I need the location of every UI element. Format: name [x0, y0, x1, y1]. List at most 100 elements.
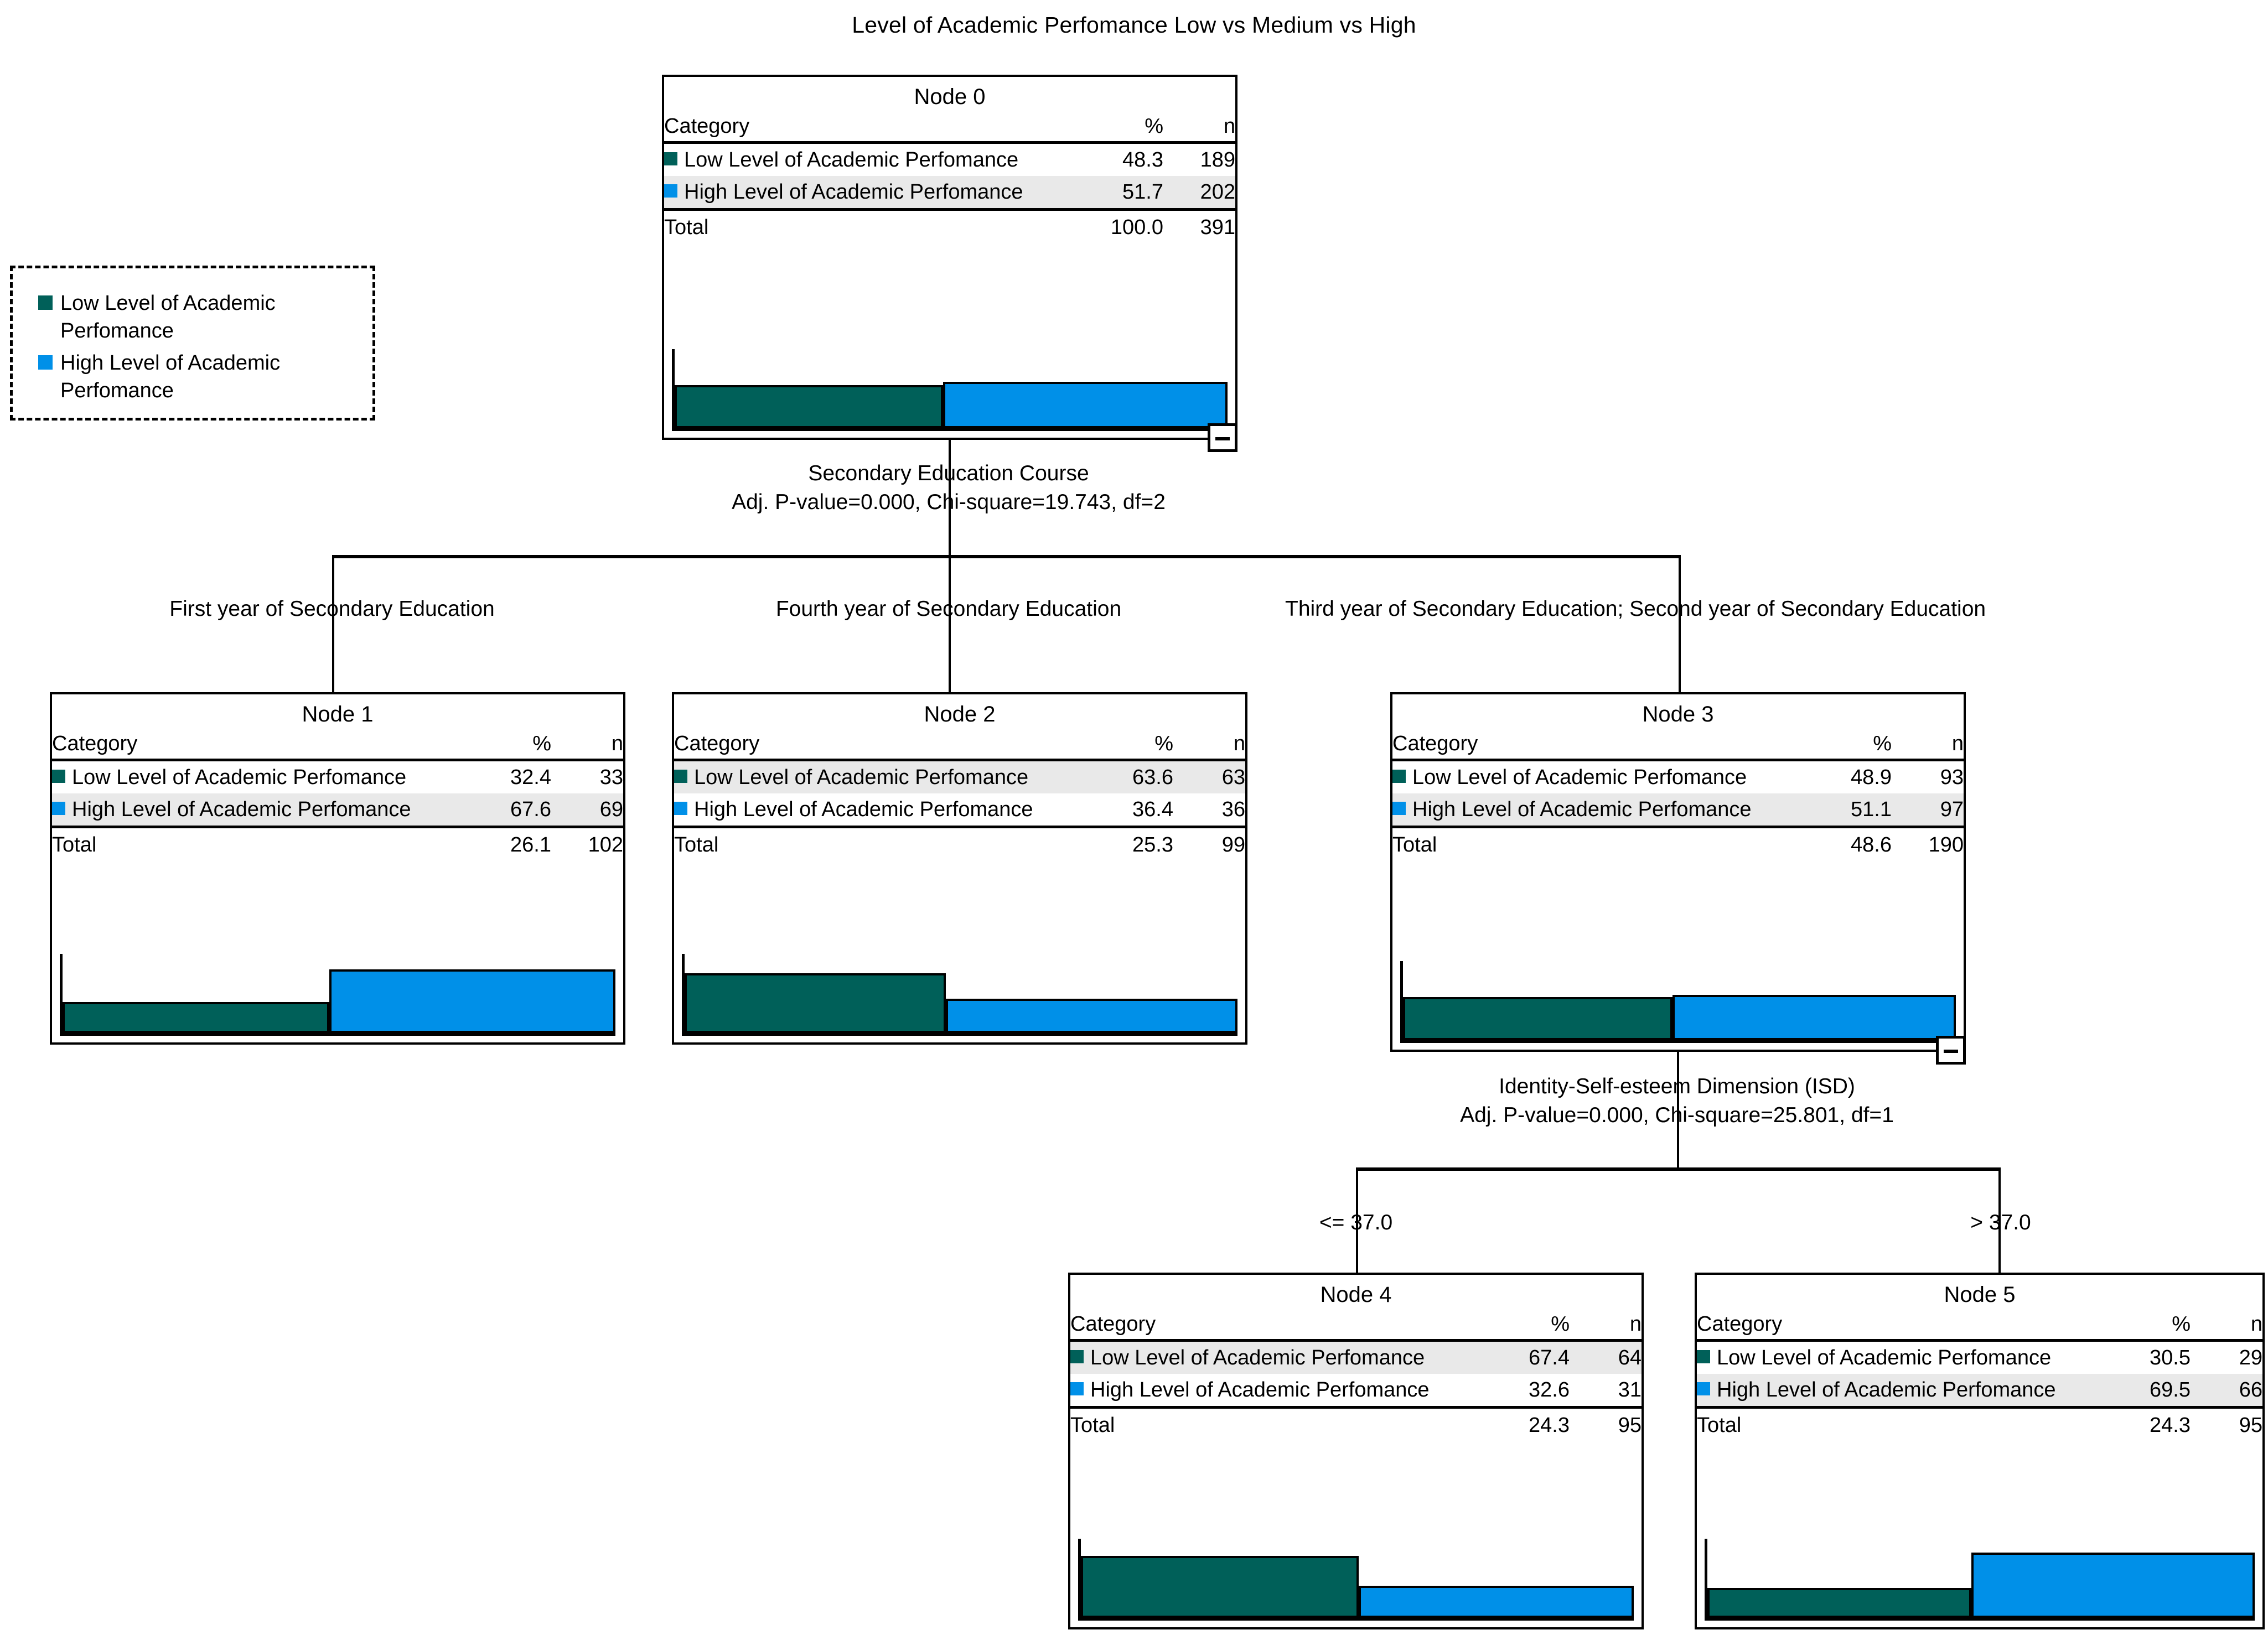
node-0-axis-vertical	[672, 349, 675, 431]
node-1-row-high: High Level of Academic Perfomance 67.6 6…	[52, 793, 623, 827]
node-2-header-percent: %	[1074, 730, 1173, 761]
node-4-header-row: Category % n	[1070, 1310, 1642, 1342]
legend-item-high: High Level of Academic Perfomance	[29, 349, 372, 404]
node-5-row-total: Total 24.3 95	[1697, 1406, 2262, 1441]
node-2-table: Category % n Low Level of Academic Perfo…	[674, 730, 1245, 860]
node-4-pct-high: 32.6	[1529, 1378, 1570, 1402]
split-2-stats: Adj. P-value=0.000, Chi-square=25.801, d…	[1460, 1103, 1894, 1127]
node-3-label-low: Low Level of Academic Perfomance	[1412, 766, 1747, 789]
node-0-row-total: Total 100.0 391	[664, 208, 1235, 243]
node-5-bar-high	[1971, 1553, 2255, 1618]
connector-to-node3	[1679, 555, 1681, 692]
connector-to-node2	[949, 555, 951, 692]
node-0-bar-low	[675, 385, 943, 428]
node-5[interactable]: Node 5 Category % n Low Level of Academi…	[1695, 1273, 2265, 1629]
node-2-bar-chart	[682, 954, 1237, 1036]
node-2-swatch-low	[674, 770, 687, 783]
node-1-swatch-low	[52, 770, 65, 783]
node-4-n-high: 31	[1618, 1378, 1642, 1402]
node-5-n-high: 66	[2191, 1374, 2262, 1408]
node-2-header-category: Category	[674, 730, 1074, 761]
node-3-axis-vertical	[1400, 961, 1403, 1043]
node-2-pct-high: 36.4	[1132, 798, 1173, 821]
node-0-total-pct: 100.0	[1064, 208, 1163, 243]
node-3-bar-low	[1403, 997, 1672, 1040]
split-2-variable: Identity-Self-esteem Dimension (ISD)	[1499, 1075, 1855, 1098]
node-3-axis-horizontal	[1400, 1040, 1956, 1043]
node-5-swatch-low	[1697, 1350, 1710, 1363]
legend-label-low: Low Level of Academic Perfomance	[60, 292, 276, 342]
legend-color-swatch-low	[38, 295, 53, 310]
node-2-axis-horizontal	[682, 1033, 1237, 1036]
node-1-swatch-high	[52, 802, 65, 815]
node-4-header-category: Category	[1070, 1310, 1470, 1342]
node-2[interactable]: Node 2 Category % n Low Level of Academi…	[672, 692, 1247, 1045]
node-5-total-n: 95	[2191, 1406, 2262, 1441]
node-1-n-high: 69	[551, 793, 623, 827]
node-1-bar-high	[329, 969, 615, 1033]
node-5-axis-vertical	[1705, 1539, 1707, 1621]
connector-node3-stem	[1677, 1052, 1679, 1170]
node-5-bar-low	[1707, 1588, 1972, 1618]
node-4-total-n: 95	[1570, 1406, 1642, 1441]
node-4-n-low: 64	[1570, 1340, 1642, 1374]
node-1-total-label: Total	[52, 826, 452, 860]
node-4-total-pct: 24.3	[1470, 1406, 1570, 1441]
node-5-axis-horizontal	[1705, 1618, 2255, 1621]
node-3-row-total: Total 48.6 190	[1392, 826, 1964, 860]
node-4-row-low: Low Level of Academic Perfomance 67.4 64	[1070, 1340, 1642, 1374]
node-5-swatch-high	[1697, 1382, 1710, 1395]
node-2-total-pct: 25.3	[1074, 826, 1173, 860]
connector-level1-horizontal	[332, 555, 1681, 558]
legend-color-swatch-high	[38, 355, 53, 370]
node-4-swatch-low	[1070, 1350, 1084, 1363]
node-4-bar-low	[1081, 1556, 1359, 1618]
node-3-header-percent: %	[1792, 730, 1892, 761]
node-4-title: Node 4	[1320, 1283, 1392, 1307]
legend-box: Low Level of Academic Perfomance High Le…	[10, 266, 375, 421]
page-title: Level of Academic Perfomance Low vs Medi…	[852, 12, 1416, 38]
node-3-header-row: Category % n	[1392, 730, 1964, 761]
node-2-total-label: Total	[674, 826, 1074, 860]
node-0[interactable]: Node 0 Category % n Low Level of Academi…	[662, 75, 1237, 440]
node-5-total-pct: 24.3	[2091, 1406, 2191, 1441]
node-2-bar-high	[945, 999, 1237, 1033]
node-0-header-row: Category % n	[664, 112, 1235, 144]
node-5-row-high: High Level of Academic Perfomance 69.5 6…	[1697, 1374, 2262, 1408]
node-4-bar-high	[1359, 1586, 1634, 1618]
branch-label-lte-37: <= 37.0	[1319, 1211, 1393, 1234]
node-2-label-high: High Level of Academic Perfomance	[694, 798, 1033, 821]
node-3-header-n: n	[1892, 730, 1964, 761]
node-0-axis-horizontal	[672, 428, 1228, 431]
node-2-bar-low	[685, 973, 946, 1033]
node-0-header-percent: %	[1064, 112, 1163, 144]
node-3[interactable]: Node 3 Category % n Low Level of Academi…	[1390, 692, 1966, 1052]
node-3-title: Node 3	[1642, 702, 1714, 726]
node-2-n-low: 63	[1173, 760, 1245, 793]
node-2-swatch-high	[674, 802, 687, 815]
node-2-pct-low: 63.6	[1074, 760, 1173, 793]
connector-node0-stem	[949, 440, 951, 557]
node-1-bar-low	[63, 1002, 329, 1033]
node-5-total-label: Total	[1697, 1406, 2091, 1441]
node-1[interactable]: Node 1 Category % n Low Level of Academi…	[50, 692, 625, 1045]
node-1-row-low: Low Level of Academic Perfomance 32.4 33	[52, 760, 623, 794]
node-0-pct-low: 48.3	[1122, 148, 1163, 172]
node-4[interactable]: Node 4 Category % n Low Level of Academi…	[1068, 1273, 1644, 1629]
node-4-label-low: Low Level of Academic Perfomance	[1090, 1346, 1425, 1369]
node-2-header-n: n	[1173, 730, 1245, 761]
node-4-row-high: High Level of Academic Perfomance 32.6 3…	[1070, 1374, 1642, 1408]
node-3-bar-high	[1672, 995, 1956, 1040]
node-0-n-low: 189	[1200, 148, 1235, 172]
node-3-collapse-button[interactable]	[1936, 1036, 1966, 1065]
node-4-bar-chart	[1078, 1539, 1634, 1621]
node-4-swatch-high	[1070, 1382, 1084, 1395]
node-0-pct-high: 51.7	[1064, 176, 1163, 210]
node-0-collapse-button[interactable]	[1208, 423, 1237, 452]
node-3-total-n: 190	[1892, 826, 1964, 860]
node-1-pct-high: 67.6	[452, 793, 551, 827]
node-3-total-pct: 48.6	[1792, 826, 1892, 860]
node-5-label-low: Low Level of Academic Perfomance	[1717, 1346, 2052, 1369]
node-3-row-low: Low Level of Academic Perfomance 48.9 93	[1392, 760, 1964, 794]
node-2-total-n: 99	[1173, 826, 1245, 860]
